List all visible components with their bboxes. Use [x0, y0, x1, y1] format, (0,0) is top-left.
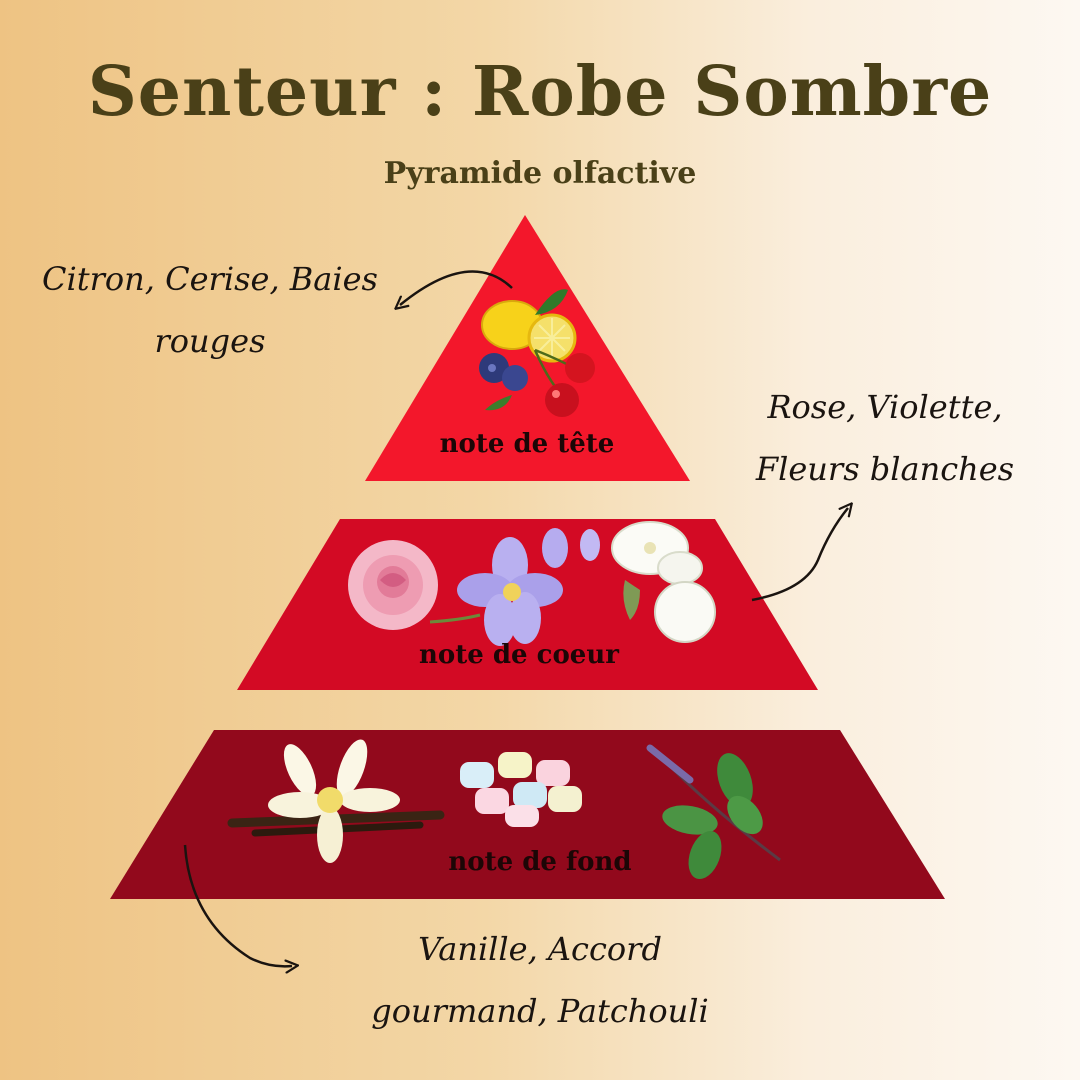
top-notes-text: Citron, Cerise, Baies rouges [42, 260, 378, 360]
cherry-icon [533, 348, 595, 417]
tier-top-shape [365, 215, 690, 481]
marshmallow-icon [460, 752, 582, 827]
blueberry-icon [479, 353, 528, 391]
arrow-top-notes [400, 270, 513, 305]
arrow-base-notes [183, 844, 292, 966]
base-notes-text: Vanille, Accord gourmand, Patchouli [371, 930, 709, 1030]
tier-heart-label: note de coeur [419, 640, 619, 670]
lemon-icon [481, 300, 577, 363]
page-title: Senteur : Robe Sombre [87, 52, 993, 132]
vanilla-flower-icon [227, 739, 445, 863]
tier-top-label: note de tête [440, 429, 615, 459]
violet-flower-icon [457, 528, 600, 646]
heart-notes-text: Rose, Violette, Fleurs blanches [755, 388, 1015, 488]
arrow-heart-notes [751, 508, 848, 602]
tier-base-label: note de fond [448, 847, 631, 877]
tier-base: note de fond [110, 730, 945, 899]
rose-icon [348, 540, 481, 630]
white-flower-icon [611, 521, 716, 643]
patchouli-plant-icon [646, 744, 781, 880]
page-subtitle: Pyramide olfactive [383, 156, 697, 191]
tier-heart: note de coeur [237, 519, 818, 690]
tier-top: note de tête [365, 215, 690, 481]
leaf-icon [485, 289, 568, 411]
